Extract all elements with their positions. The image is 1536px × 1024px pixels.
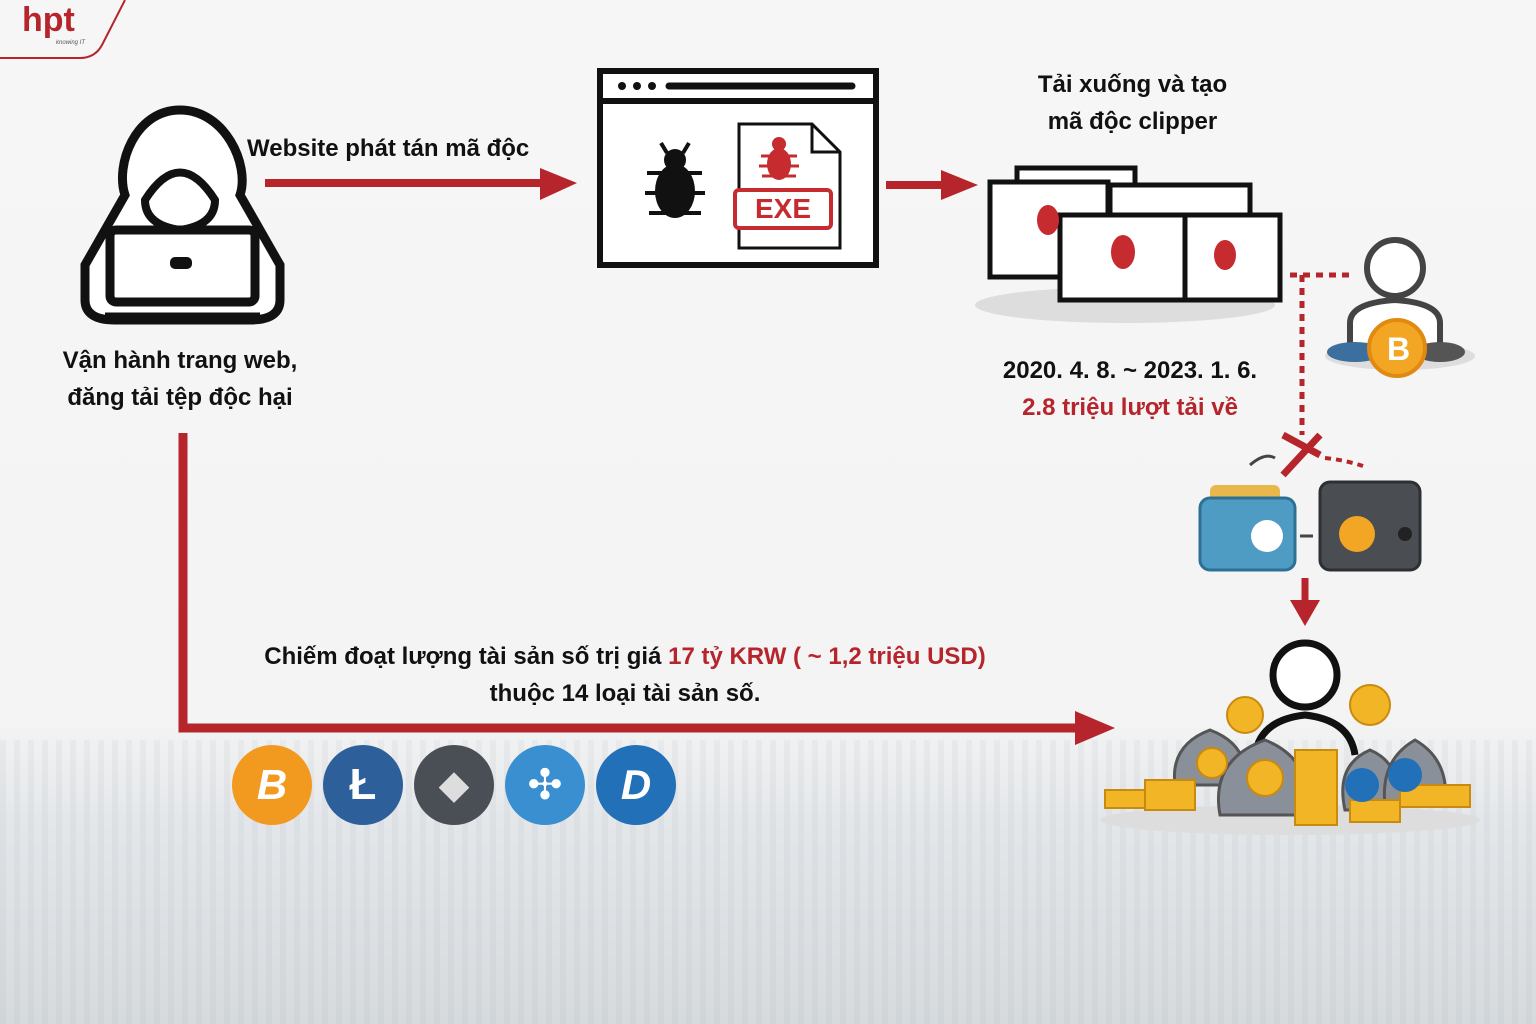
- stats-block: 2020. 4. 8. ~ 2023. 1. 6. 2.8 triệu lượt…: [965, 352, 1295, 426]
- bitcoin-symbol: B: [256, 761, 288, 808]
- hacker-label-line1: Vận hành trang web,: [62, 347, 298, 374]
- hpt-logo: hpt knowing IT: [0, 0, 130, 62]
- coin-ripple: ✣: [505, 745, 585, 825]
- arrow-down: [1290, 578, 1320, 626]
- logo-brand: hpt: [22, 1, 75, 39]
- litecoin-symbol: Ł: [349, 760, 377, 809]
- coin-ethereum: ◆: [414, 745, 494, 825]
- download-label-line1: Tải xuống và tạo: [1037, 71, 1228, 98]
- theft-label-line1: Chiếm đoạt lượng tài sản số trị giá 17 t…: [170, 638, 1080, 675]
- ripple-symbol: ✣: [527, 761, 563, 808]
- hacker-icon: [80, 105, 285, 325]
- attacker-with-money-bags-icon: [1100, 639, 1480, 835]
- hacker-label-line2: đăng tải tệp độc hại: [67, 384, 293, 411]
- theft-label-line2: thuộc 14 loại tài sản số.: [489, 680, 761, 707]
- malicious-website-window: [597, 68, 879, 268]
- bug-icon: [645, 141, 705, 218]
- logo-swoosh: [0, 0, 126, 59]
- date-range: 2020. 4. 8. ~ 2023. 1. 6.: [1002, 357, 1258, 384]
- theft-amount: 17 tỷ KRW ( ~ 1,2 triệu USD): [668, 643, 986, 670]
- arrow1-label: Website phát tán mã độc: [247, 135, 530, 162]
- download-label: Tải xuống và tạo mã độc clipper: [990, 66, 1275, 140]
- coin-litecoin: Ł: [323, 745, 403, 825]
- wallet-swap-icon: [1198, 431, 1422, 572]
- dash-symbol: D: [620, 761, 652, 808]
- download-label-line2: mã độc clipper: [1047, 108, 1218, 135]
- hacker-label: Vận hành trang web, đăng tải tệp độc hại: [20, 342, 340, 416]
- theft-prefix: Chiếm đoạt lượng tài sản số trị giá: [264, 643, 669, 670]
- victim-with-bitcoin-icon: [1325, 237, 1475, 378]
- arrow-theft-path: [178, 433, 1115, 745]
- theft-label: Chiếm đoạt lượng tài sản số trị giá 17 t…: [170, 638, 1080, 712]
- coin-bitcoin: B: [232, 745, 312, 825]
- arrow-right-2: [886, 170, 978, 200]
- crypto-coin-row: B Ł ◆ ✣ D: [232, 745, 676, 825]
- ethereum-symbol: ◆: [438, 763, 470, 807]
- victim-bitcoin-symbol: B: [1387, 331, 1411, 367]
- dotted-line-victim: [1290, 272, 1350, 435]
- infected-computers-icon: [975, 165, 1283, 323]
- exe-badge-label: EXE: [755, 193, 812, 224]
- coin-dash: D: [596, 745, 676, 825]
- arrow-right-1: [265, 168, 577, 200]
- logo-tagline: knowing IT: [56, 40, 86, 46]
- download-count: 2.8 triệu lượt tải về: [1022, 394, 1238, 421]
